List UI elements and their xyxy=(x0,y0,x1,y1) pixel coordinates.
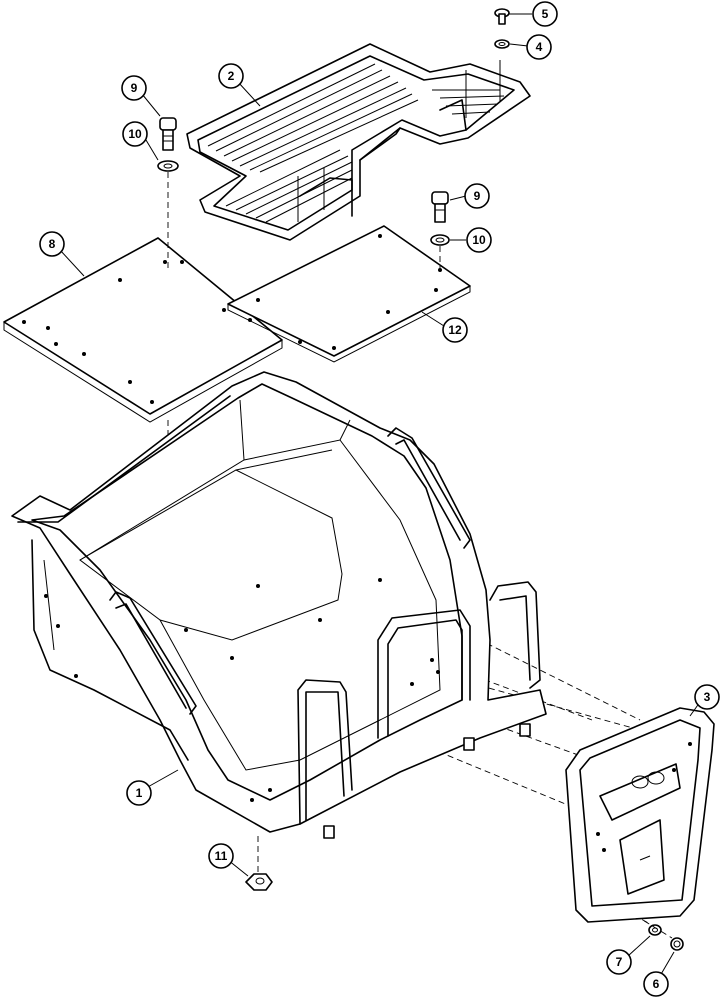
callout-8-label: 8 xyxy=(49,237,56,251)
callout-1-label: 1 xyxy=(136,786,143,800)
callout-6-label: 6 xyxy=(653,977,660,991)
callout-10-right: 10 xyxy=(466,227,492,253)
floor-plate-right xyxy=(227,225,471,363)
callout-4: 4 xyxy=(526,34,552,60)
bolt-9-right xyxy=(431,191,449,223)
callout-9-right-label: 9 xyxy=(474,189,481,203)
fender-platform-body xyxy=(11,371,547,839)
washer-4 xyxy=(494,39,510,49)
callout-10-right-label: 10 xyxy=(472,233,486,247)
callout-12: 12 xyxy=(442,317,468,343)
callout-9-left: 9 xyxy=(121,75,147,101)
callout-6: 6 xyxy=(643,971,669,997)
nut-11 xyxy=(245,873,273,891)
floor-mat xyxy=(186,43,531,241)
callout-11: 11 xyxy=(208,843,234,869)
callout-12-label: 12 xyxy=(448,323,462,337)
callout-7-label: 7 xyxy=(616,955,623,969)
screw-5 xyxy=(494,8,510,25)
callout-5: 5 xyxy=(532,1,558,27)
callout-3-label: 3 xyxy=(704,690,711,704)
nut-6 xyxy=(670,937,684,951)
callout-11-label: 11 xyxy=(215,849,228,863)
rear-cover-panel xyxy=(565,707,715,923)
nut-7 xyxy=(648,924,662,936)
callout-10-left: 10 xyxy=(122,121,148,147)
callout-4-label: 4 xyxy=(536,40,543,54)
callout-2: 2 xyxy=(218,63,244,89)
callout-10-left-label: 10 xyxy=(128,127,142,141)
callout-2-label: 2 xyxy=(228,69,235,83)
callout-3: 3 xyxy=(694,684,720,710)
callout-5-label: 5 xyxy=(542,7,549,21)
washer-10-left xyxy=(157,160,179,172)
floor-plate-left xyxy=(3,237,283,423)
callout-8: 8 xyxy=(39,231,65,257)
callout-1: 1 xyxy=(126,780,152,806)
callout-9-right: 9 xyxy=(464,183,490,209)
callout-9-left-label: 9 xyxy=(131,81,138,95)
bolt-9-left xyxy=(159,117,177,151)
washer-10-right xyxy=(430,234,450,246)
callout-7: 7 xyxy=(606,949,632,975)
